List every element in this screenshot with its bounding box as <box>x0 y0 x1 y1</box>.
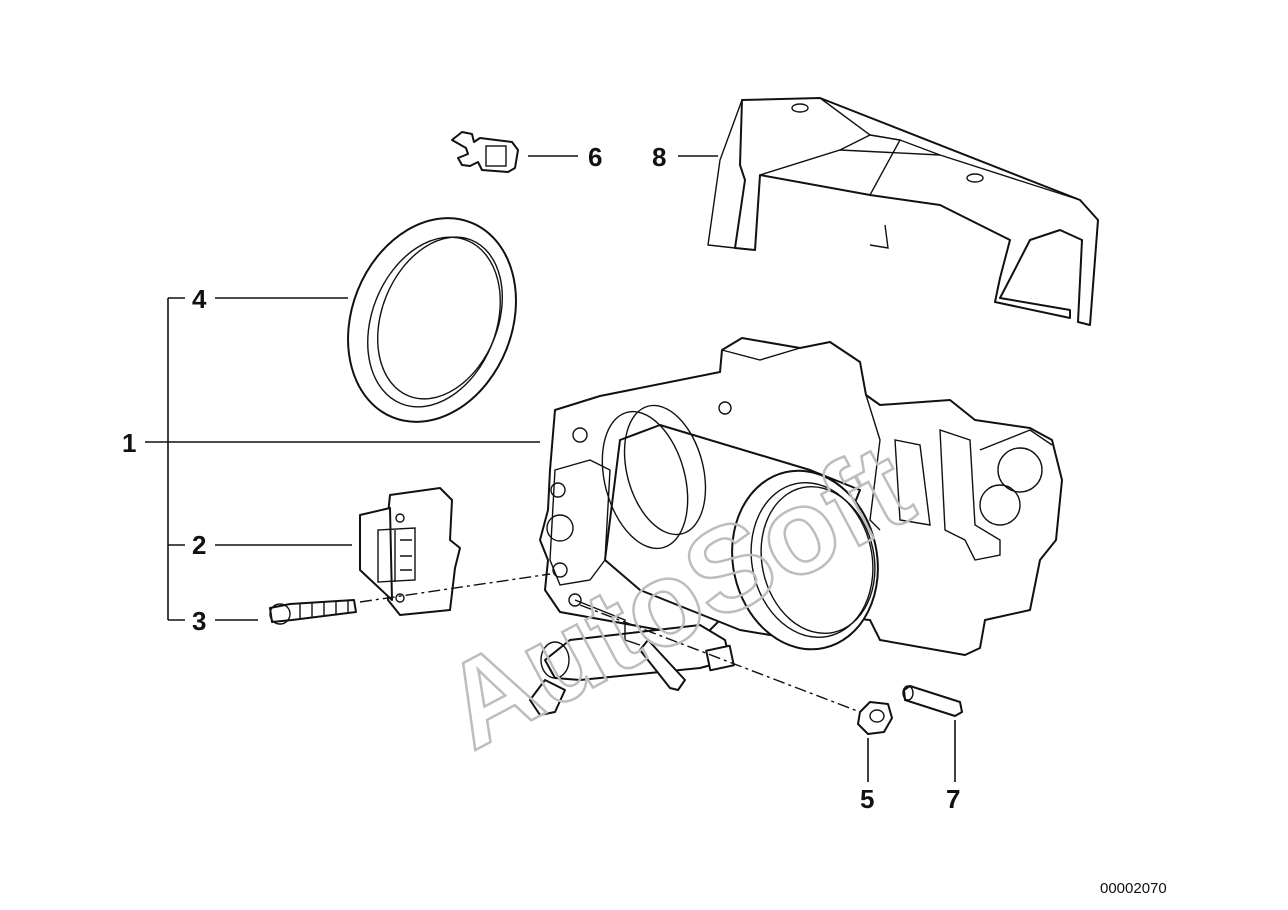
callout-8[interactable]: 8 <box>652 142 666 172</box>
part-1-throttle-body[interactable] <box>529 337 1063 716</box>
part-3-screw[interactable] <box>269 599 357 625</box>
document-number: 00002070 <box>1100 880 1167 897</box>
callout-6[interactable]: 6 <box>588 142 602 172</box>
callout-4[interactable]: 4 <box>192 284 207 314</box>
callout-3[interactable]: 3 <box>192 606 206 636</box>
leader-lines <box>145 155 956 782</box>
part-6-clip[interactable] <box>451 131 519 173</box>
callout-5[interactable]: 5 <box>860 784 874 814</box>
part-2-sensor[interactable] <box>359 487 461 616</box>
callout-1[interactable]: 1 <box>122 428 136 458</box>
part-7-pin[interactable] <box>902 685 963 717</box>
assembly-lines <box>359 573 861 713</box>
callout-7[interactable]: 7 <box>946 784 960 814</box>
part-8-cover[interactable] <box>707 97 1099 326</box>
part-4-ring[interactable] <box>318 193 545 448</box>
callout-2[interactable]: 2 <box>192 530 206 560</box>
part-5-nut[interactable] <box>857 701 893 735</box>
